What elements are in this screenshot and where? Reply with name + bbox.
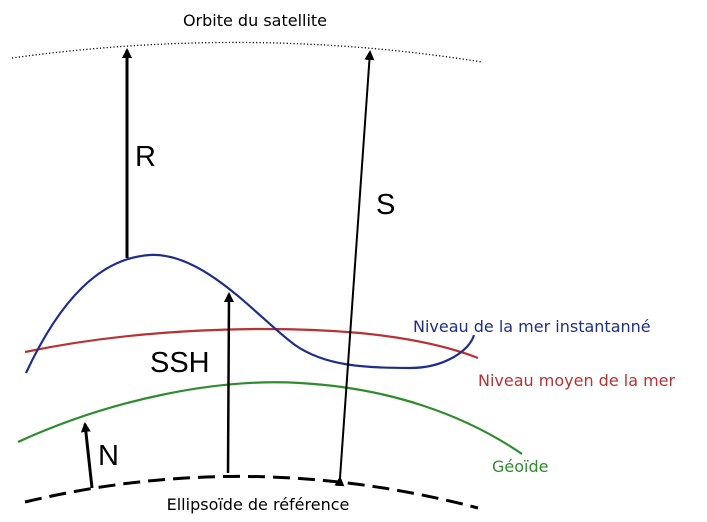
reference-ellipsoid-line (24, 474, 479, 510)
r-label: R (135, 141, 156, 173)
ellipsoid-label: Ellipsoïde de référence (167, 495, 350, 514)
mean-sea-level-curve (24, 327, 479, 360)
ssh-label: SSH (150, 347, 210, 379)
n-arrow (80, 422, 94, 489)
s-label: S (376, 189, 395, 221)
n-label: N (98, 440, 119, 472)
instantaneous-sea-level-curve (25, 253, 476, 374)
orbit-label: Orbite du satellite (183, 11, 327, 30)
ssh-arrow (223, 292, 234, 474)
s-arrow (334, 50, 375, 487)
mean-sea-level-label: Niveau moyen de la mer (478, 371, 676, 390)
geoid-curve (17, 381, 523, 455)
geoid-label: Géoïde (492, 457, 548, 476)
instantaneous-sea-level-label: Niveau de la mer instantanné (413, 317, 651, 336)
satellite-orbit-line (11, 41, 483, 63)
